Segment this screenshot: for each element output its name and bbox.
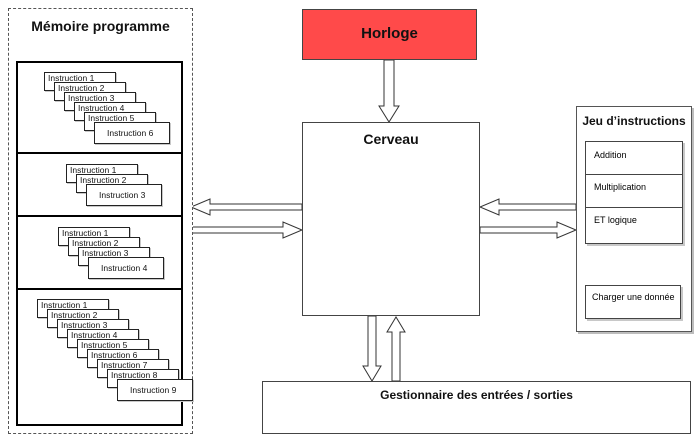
io-manager-box: Gestionnaire des entrées / sorties [262, 381, 691, 434]
instruction-card: Instruction 4 [88, 257, 164, 279]
instructions-to-brain-arrow [478, 198, 577, 216]
instruction-card: Instruction 6 [94, 122, 170, 144]
brain-label: Cerveau [363, 131, 419, 147]
instruction-set-panel: Jeu d’instructions Addition Multiplicati… [576, 106, 692, 332]
brain-to-memory-arrow [189, 198, 303, 216]
instruction-set-title: Jeu d’instructions [582, 114, 686, 128]
instruction-item-addition: Addition [586, 142, 682, 175]
program-memory-title: Mémoire programme [31, 18, 170, 34]
brain-box: Cerveau [302, 122, 480, 316]
instruction-card: Instruction 3 [86, 184, 162, 206]
instruction-item-multiplication: Multiplication [586, 175, 682, 208]
instruction-item-label: Addition [594, 150, 627, 160]
brain-to-io-arrow [362, 315, 382, 382]
instruction-item-et-logique: ET logique [586, 208, 682, 243]
instruction-item-label: Charger une donnée [592, 292, 675, 302]
instruction-card: Instruction 9 [117, 379, 193, 401]
instruction-item-charger: Charger une donnée [585, 285, 681, 319]
io-manager-label: Gestionnaire des entrées / sorties [380, 388, 573, 402]
clock-to-brain-arrow [378, 59, 400, 123]
instruction-set-list: Addition Multiplication ET logique [585, 141, 683, 244]
instruction-item-label: ET logique [594, 215, 637, 225]
clock-label: Horloge [361, 25, 418, 42]
clock-box: Horloge [302, 9, 477, 60]
io-to-brain-arrow [386, 316, 406, 382]
brain-to-instructions-arrow [479, 221, 578, 239]
instruction-item-label: Multiplication [594, 182, 647, 192]
memory-to-brain-arrow [190, 221, 304, 239]
